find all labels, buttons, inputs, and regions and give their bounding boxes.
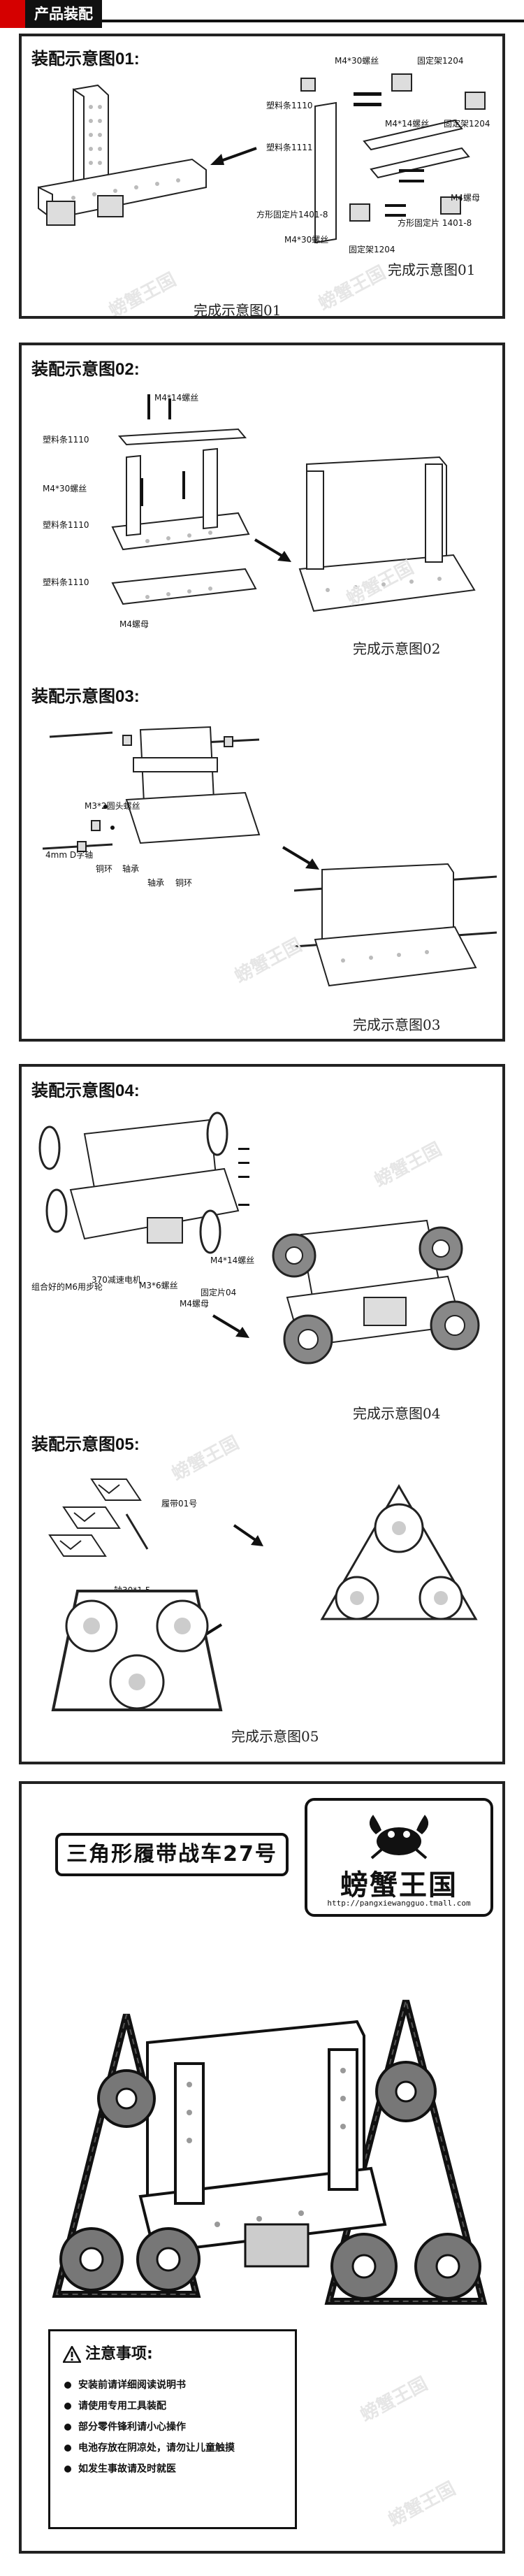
label-bearing-b: 轴承 [147,878,165,888]
label-m4-nut: M4螺母 [451,193,480,203]
track-assembly-illustration [320,1484,478,1620]
section-title: 产品装配 [25,0,102,28]
label-bar-1110-b: 塑料条1110 [43,520,89,530]
arrow-right-icon [254,538,291,562]
step-title-05: 装配示意图05: [31,1435,140,1454]
label-wheel-combo: 组合好的M6用步轮 [31,1282,103,1292]
label-m4x14-screw: M4*14螺丝 [154,393,199,403]
watermark: 螃蟹王国 [315,262,390,315]
label-m4x30-screw-bottom: M4*30螺丝 [284,235,329,245]
step-title-01: 装配示意图01: [31,50,140,69]
caption-complete-01: 完成示意图01 [388,261,476,278]
label-bar-1110-c: 塑料条1110 [43,577,89,587]
notice-item: 请使用专用工具装配 [64,2396,295,2417]
notice-list: 安装前请详细阅读说明书 请使用专用工具装配 部分零件锋利请小心操作 电池存放在阴… [64,2375,295,2480]
notice-box: 注意事项: 安装前请详细阅读说明书 请使用专用工具装配 部分零件锋利请小心操作 … [48,2329,297,2529]
label-copper-ring-a: 铜环 [96,864,113,874]
label-track-01: 履带01号 [161,1499,198,1509]
warning-icon [63,2346,81,2363]
arrow-right-icon [233,1524,263,1546]
watermark: 螃蟹王国 [371,1139,446,1192]
brand-name: 螃蟹王国 [340,1869,458,1901]
notice-heading: 注意事项: [63,2341,153,2363]
assembly-panel-02-03: 装配示意图02: M4*14螺丝 塑料条1110 M4*30螺丝 塑料条1110… [19,343,505,1042]
arrow-left-icon [210,147,257,165]
section-header: 产品装配 [0,0,524,28]
label-bar-1111: 塑料条1111 [266,143,313,152]
brand-logo: 螃蟹王国 http://pangxiewangguo.tmall.com [305,1798,493,1917]
caption-complete-03: 完成示意图03 [353,1016,441,1033]
completed-assembly-04-illustration [272,1219,480,1365]
notice-item: 如发生事故请及时就医 [64,2459,295,2480]
assembly-panel-04-05: 装配示意图04: M4*14螺丝 组合好的M6用步轮 370减速电机 M3*6螺… [19,1064,505,1764]
step-title-02: 装配示意图02: [31,360,140,379]
exploded-view-04-illustration [38,1111,249,1254]
notice-item: 部分零件锋利请小心操作 [64,2417,295,2438]
completed-assembly-02-illustration [298,456,476,612]
label-m4-nut: M4螺母 [180,1299,209,1309]
label-m3x2-screw: M3*2圆头螺丝 [85,801,140,811]
step-title-03: 装配示意图03: [31,687,140,706]
notice-item: 电池存放在阴凉处，请勿让儿童触摸 [64,2438,295,2459]
label-bar-1110-a: 塑料条1110 [43,435,89,445]
header-rule [102,20,524,22]
label-bracket-1204-top: 固定架1204 [417,56,464,66]
label-m4x14-screw: M4*14螺丝 [385,119,430,129]
arrow-right-icon [282,846,319,870]
caption-complete-04: 完成示意图04 [353,1405,441,1422]
label-m4x30-screw-top: M4*30螺丝 [335,56,379,66]
label-square-plate-right: 方形固定片 1401-8 [398,218,472,228]
exploded-view-03-illustration [42,726,261,852]
caption-complete-02: 完成示意图02 [353,640,441,657]
label-bracket-1204-bottom: 固定架1204 [349,245,395,254]
track-parts-illustration [48,1478,149,1557]
exploded-view-02-illustration [111,394,257,605]
product-title: 三角形履带战车27号 [55,1833,289,1876]
label-bar-1110: 塑料条1110 [266,101,313,110]
label-copper-ring-b: 铜环 [175,878,193,888]
completed-assembly-01-illustration [38,84,207,226]
arrow-right-icon [212,1314,249,1338]
label-m4x30-screw: M4*30螺丝 [43,484,87,494]
label-square-plate-left: 方形固定片1401-8 [256,210,328,220]
label-m4x14-screw: M4*14螺丝 [210,1255,255,1265]
label-bracket-04: 固定片04 [201,1288,237,1297]
label-motor-370: 370减速电机 [92,1275,141,1285]
completed-assembly-03-illustration [294,863,497,987]
crab-icon [369,1815,429,1859]
caption-complete-05: 完成示意图05 [231,1728,319,1745]
label-m3x6-screw: M3*6螺丝 [139,1281,178,1290]
product-overview-panel: 三角形履带战车27号 螃蟹王国 http://pangxiewangguo.tm… [19,1781,505,2554]
watermark: 螃蟹王国 [385,2478,460,2531]
header-accent [0,0,25,28]
tank-product-illustration [52,1999,488,2305]
label-shaft-4mm: 4mm D字轴 [45,850,94,860]
watermark: 螃蟹王国 [105,269,180,319]
step-title-04: 装配示意图04: [31,1081,140,1100]
completed-track-illustration [51,1590,223,1711]
watermark: 螃蟹王国 [168,1432,243,1485]
label-bracket-1204-right: 固定架1204 [444,119,490,129]
assembly-panel-01: 装配示意图01: [19,34,505,319]
caption-bottom-01: 完成示意图01 [194,302,282,319]
watermark: 螃蟹王国 [357,2373,432,2426]
label-m4-nut: M4螺母 [119,619,149,629]
exploded-view-01-illustration [300,73,486,244]
notice-item: 安装前请详细阅读说明书 [64,2375,295,2396]
label-bearing-a: 轴承 [122,864,140,874]
notice-heading-text: 注意事项: [85,2345,153,2363]
brand-url: http://pangxiewangguo.tmall.com [327,1899,471,1908]
